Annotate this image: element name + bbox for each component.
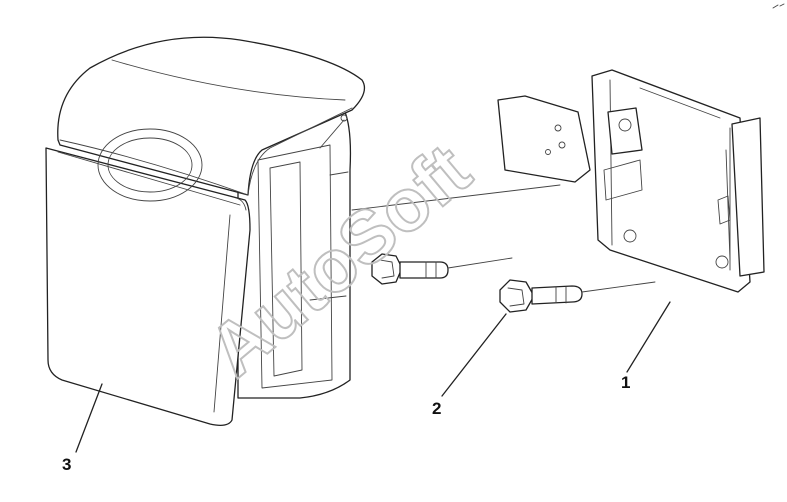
bracket-part <box>497 69 765 293</box>
leader-line-1 <box>626 301 671 373</box>
cover-part <box>45 36 366 426</box>
callout-number-1: 1 <box>621 373 630 392</box>
bolt-part-upper <box>371 253 513 285</box>
callout-number-2: 2 <box>432 399 441 418</box>
leader-line-2 <box>441 313 507 397</box>
alignment-line <box>351 184 561 211</box>
bolt-part <box>499 279 656 313</box>
callout-number-3: 3 <box>62 455 71 474</box>
corner-mark <box>772 3 785 9</box>
leader-line-3 <box>75 383 103 453</box>
